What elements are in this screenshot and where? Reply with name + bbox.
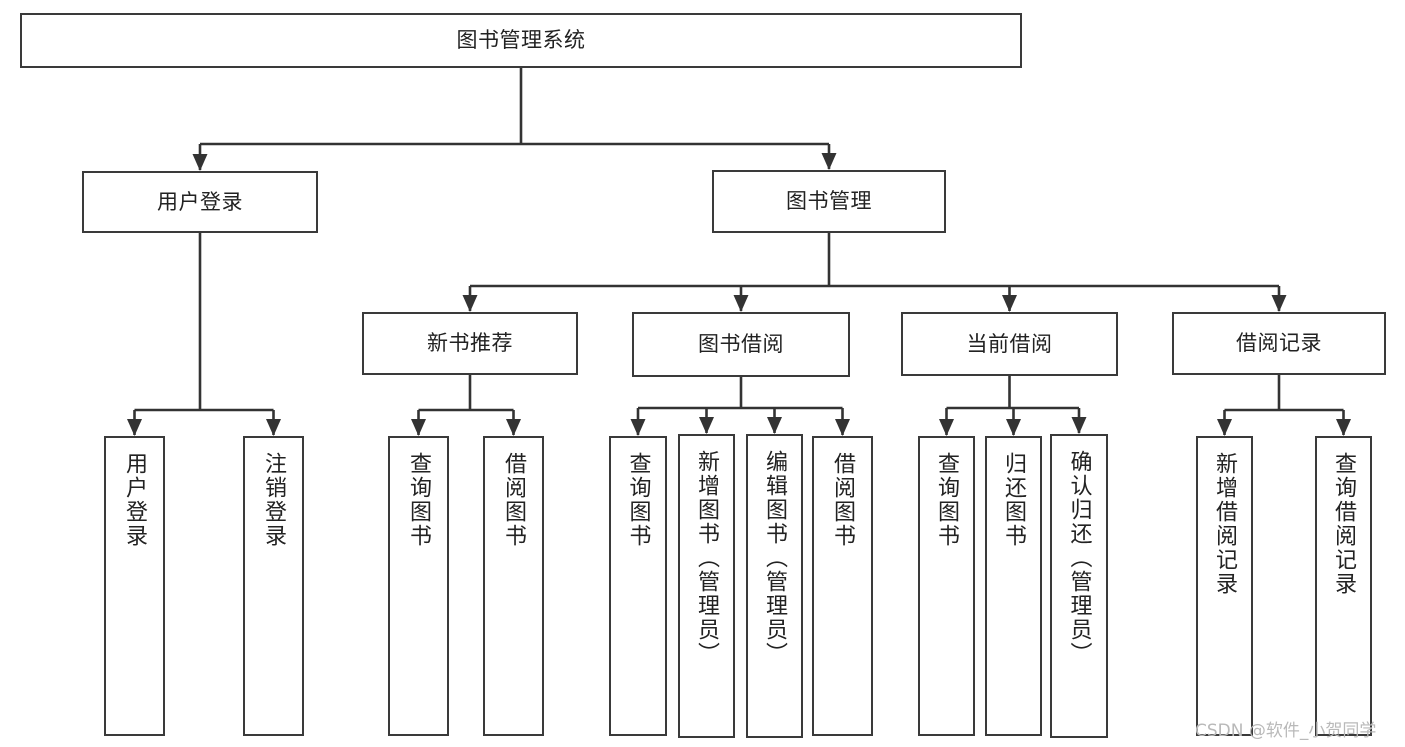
- node-new-book-rec[interactable]: 新书推荐: [362, 312, 578, 375]
- node-root[interactable]: 图书管理系统: [20, 13, 1022, 68]
- node-label: 用户登录: [157, 189, 243, 214]
- arrow-head-icon: [835, 419, 850, 436]
- node-label: 查询图书: [934, 452, 960, 548]
- node-leaf-query-book-2[interactable]: 查询图书: [609, 436, 667, 736]
- node-label: 新增借阅记录: [1212, 452, 1238, 596]
- node-label: 图书管理: [786, 189, 872, 214]
- arrow-head-icon: [1271, 295, 1287, 312]
- node-leaf-user-login[interactable]: 用户登录: [104, 436, 165, 736]
- node-label: 借阅记录: [1236, 331, 1322, 356]
- arrow-head-icon: [699, 417, 714, 434]
- node-label: 查询借阅记录: [1331, 452, 1357, 596]
- arrow-head-icon: [821, 153, 837, 170]
- node-leaf-logout[interactable]: 注销登录: [243, 436, 304, 736]
- arrow-head-icon: [1071, 417, 1087, 434]
- node-leaf-borrow-book-2[interactable]: 借阅图书: [812, 436, 873, 736]
- node-leaf-edit-book[interactable]: 编辑图书（管理员）: [746, 434, 803, 738]
- node-label: 新增图书（管理员）: [694, 450, 720, 666]
- arrow-head-icon: [939, 419, 954, 436]
- watermark-text: CSDN @软件_小贺同学: [1195, 721, 1377, 741]
- node-label: 当前借阅: [966, 331, 1053, 356]
- node-leaf-borrow-book-1[interactable]: 借阅图书: [483, 436, 544, 736]
- arrow-head-icon: [1002, 295, 1017, 312]
- node-book-borrow[interactable]: 图书借阅: [632, 312, 850, 377]
- node-leaf-return-book[interactable]: 归还图书: [985, 436, 1042, 736]
- node-leaf-add-book[interactable]: 新增图书（管理员）: [678, 434, 735, 738]
- node-leaf-query-book-1[interactable]: 查询图书: [388, 436, 449, 736]
- node-label: 查询图书: [406, 452, 432, 548]
- node-label: 图书管理系统: [456, 28, 586, 53]
- arrow-head-icon: [506, 419, 521, 436]
- node-label: 新书推荐: [427, 331, 513, 356]
- arrow-head-icon: [462, 295, 478, 312]
- node-borrow-record[interactable]: 借阅记录: [1172, 312, 1386, 375]
- arrow-head-icon: [733, 295, 749, 312]
- arrow-head-icon: [630, 419, 646, 436]
- arrow-head-icon: [1336, 419, 1351, 436]
- arrow-head-icon: [127, 419, 142, 436]
- arrow-head-icon: [767, 417, 782, 434]
- node-leaf-query-book-3[interactable]: 查询图书: [918, 436, 975, 736]
- node-current-borrow[interactable]: 当前借阅: [901, 312, 1118, 376]
- arrow-head-icon: [411, 419, 426, 436]
- node-leaf-query-record[interactable]: 查询借阅记录: [1315, 436, 1372, 736]
- node-label: 编辑图书（管理员）: [762, 450, 788, 666]
- arrow-head-icon: [1006, 419, 1021, 436]
- node-leaf-confirm-return[interactable]: 确认归还（管理员）: [1050, 434, 1108, 738]
- arrow-head-icon: [192, 154, 208, 171]
- node-label: 归还图书: [1001, 452, 1027, 548]
- node-label: 确认归还（管理员）: [1066, 450, 1092, 666]
- node-label: 注销登录: [261, 452, 287, 548]
- node-leaf-add-record[interactable]: 新增借阅记录: [1196, 436, 1253, 736]
- node-label: 借阅图书: [501, 452, 527, 548]
- node-label: 查询图书: [625, 452, 651, 548]
- node-label: 图书借阅: [698, 332, 784, 357]
- node-book-manage[interactable]: 图书管理: [712, 170, 946, 233]
- arrow-head-icon: [266, 419, 281, 436]
- arrow-head-icon: [1217, 419, 1232, 436]
- node-label: 借阅图书: [830, 452, 856, 548]
- node-label: 用户登录: [122, 452, 148, 548]
- node-user-login[interactable]: 用户登录: [82, 171, 318, 233]
